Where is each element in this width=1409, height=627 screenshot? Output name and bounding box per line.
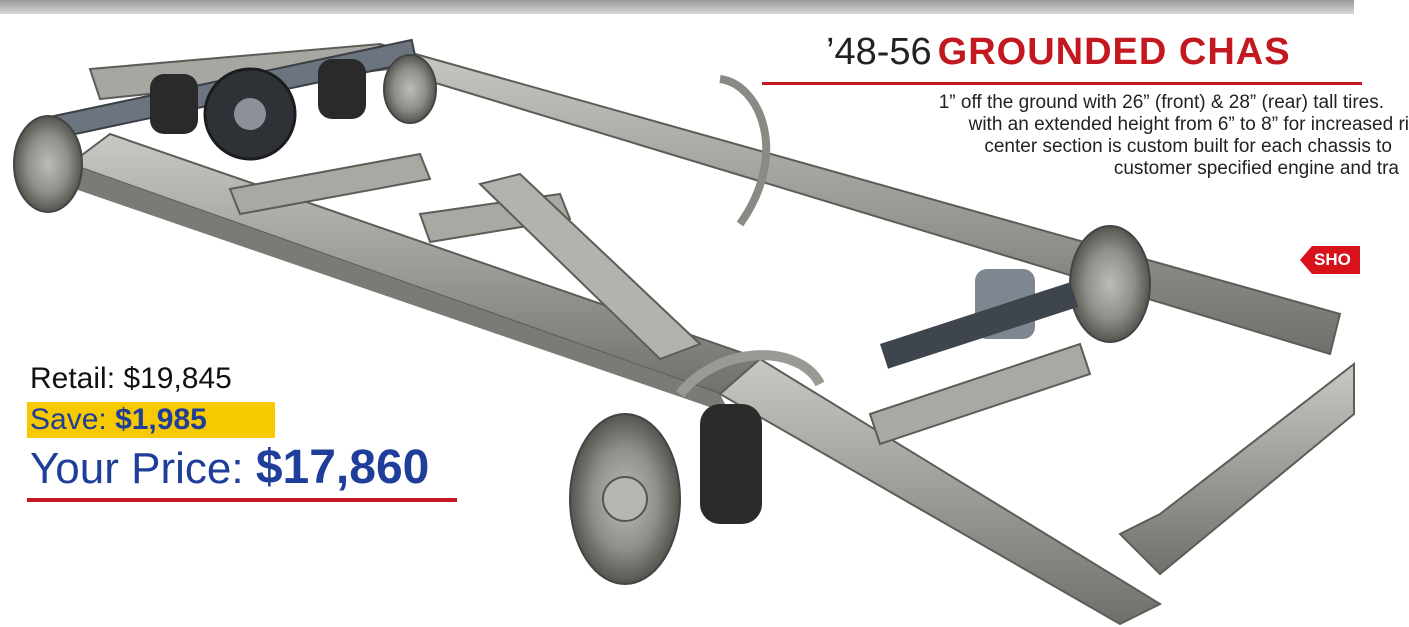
description-line: customer specified engine and tra [1113, 158, 1399, 179]
retail-value: $19,845 [123, 362, 232, 395]
headline-years: ’48-56 [826, 31, 932, 73]
top-gradient-bar [0, 0, 1354, 14]
headline-underline [762, 82, 1362, 85]
your-price: Your Price: $17,860 [30, 440, 429, 497]
headline-title: GROUNDED CHAS [937, 31, 1291, 73]
description-line: with an extended height from 6” to 8” fo… [968, 114, 1409, 135]
save-value: $1,985 [115, 403, 207, 436]
your-price-value: $17,860 [255, 441, 430, 494]
retail-label: Retail: [30, 362, 116, 395]
retail-price: Retail: $19,845 [30, 362, 232, 396]
product-description: 1” off the ground with 26” (front) & 28”… [754, 92, 1409, 180]
show-more-button[interactable]: SHO [1300, 246, 1360, 274]
savings-badge: Save: $1,985 [27, 402, 275, 438]
price-underline [27, 498, 457, 502]
your-price-label: Your Price: [30, 444, 244, 493]
description-line: center section is custom built for each … [984, 136, 1392, 157]
description-line: 1” off the ground with 26” (front) & 28”… [938, 92, 1384, 113]
chassis-photo [13, 38, 1355, 626]
save-label: Save: [30, 403, 107, 436]
